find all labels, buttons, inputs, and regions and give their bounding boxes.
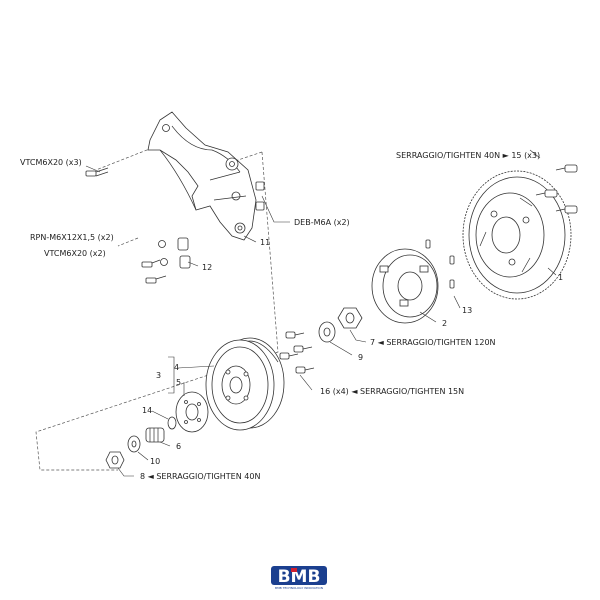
label-part-5: 5 bbox=[176, 378, 181, 387]
label-part-11: 11 bbox=[260, 238, 270, 247]
label-part-10: 10 bbox=[150, 457, 160, 466]
nut-8 bbox=[105, 451, 125, 469]
label-part-9: 9 bbox=[358, 353, 363, 362]
bolt-set-15 bbox=[535, 164, 578, 214]
part-labels: VTCM6X20 (x3) RPN-M6X12X1,5 (x2) VTCM6X2… bbox=[20, 151, 563, 481]
label-deb: DEB-M6A (x2) bbox=[294, 218, 350, 227]
logo-text: BMB bbox=[278, 567, 321, 587]
label-part-2: 2 bbox=[442, 319, 447, 328]
mounting-bracket bbox=[147, 111, 257, 241]
label-part-12: 12 bbox=[202, 263, 212, 272]
logo-tagline: BMB TECHNOLOGY INNOVATION bbox=[275, 586, 323, 590]
spring-6 bbox=[145, 427, 165, 443]
label-part-7: 7 ◄ SERRAGGIO/TIGHTEN 120N bbox=[370, 338, 496, 347]
label-serraggio-15: SERRAGGIO/TIGHTEN 40N ► 15 (x3) bbox=[396, 151, 540, 160]
bmb-logo: BMB BMB TECHNOLOGY INNOVATION bbox=[271, 566, 327, 590]
label-part-3: 3 bbox=[156, 371, 161, 380]
washer-9 bbox=[318, 321, 336, 343]
nut-7 bbox=[337, 307, 363, 329]
label-vtcm-mid: VTCM6X20 (x2) bbox=[44, 249, 106, 258]
bolt-set-16 bbox=[279, 331, 315, 374]
ring-gear bbox=[462, 170, 572, 300]
freewheel-clutch bbox=[371, 248, 439, 324]
spacer-deb bbox=[255, 181, 265, 211]
label-part-8: 8 ◄ SERRAGGIO/TIGHTEN 40N bbox=[140, 472, 260, 481]
hub-5 bbox=[175, 391, 209, 433]
bolt-vtcm-top bbox=[85, 167, 109, 177]
label-part-13: 13 bbox=[462, 306, 472, 315]
washer-10 bbox=[127, 435, 141, 453]
label-part-4: 4 bbox=[174, 363, 179, 372]
leader-lines bbox=[85, 149, 557, 477]
label-vtcm-top: VTCM6X20 (x3) bbox=[20, 158, 82, 167]
bushing-set bbox=[141, 237, 191, 284]
label-rpn: RPN-M6X12X1,5 (x2) bbox=[30, 233, 114, 242]
oring-14 bbox=[167, 416, 177, 430]
pin-set-13 bbox=[425, 239, 455, 289]
label-part-6: 6 bbox=[176, 442, 181, 451]
label-part-14: 14 bbox=[142, 406, 152, 415]
pulley-drum bbox=[205, 337, 285, 431]
label-part-16: 16 (x4) ◄ SERRAGGIO/TIGHTEN 15N bbox=[320, 387, 464, 396]
label-part-1: 1 bbox=[558, 273, 563, 282]
